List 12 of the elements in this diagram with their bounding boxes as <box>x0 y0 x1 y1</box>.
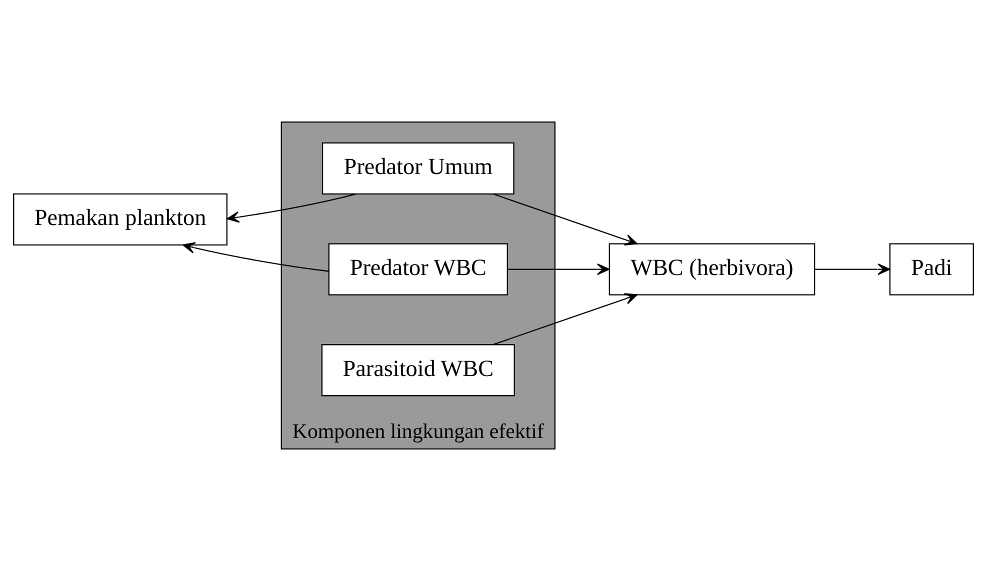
node-box: Parasitoid WBC <box>320 344 514 396</box>
arrow <box>507 263 610 276</box>
arrow <box>814 263 890 276</box>
node-box: Predator Umum <box>321 142 514 195</box>
arrow <box>492 293 638 346</box>
node-box: Pemakan plankton <box>12 193 227 246</box>
arrow <box>226 193 356 223</box>
arrow <box>182 242 328 272</box>
arrow <box>492 193 638 246</box>
node-box: Padi <box>888 243 974 296</box>
node-box: WBC (herbivora) <box>608 243 815 296</box>
node-box: Predator WBC <box>328 243 508 296</box>
